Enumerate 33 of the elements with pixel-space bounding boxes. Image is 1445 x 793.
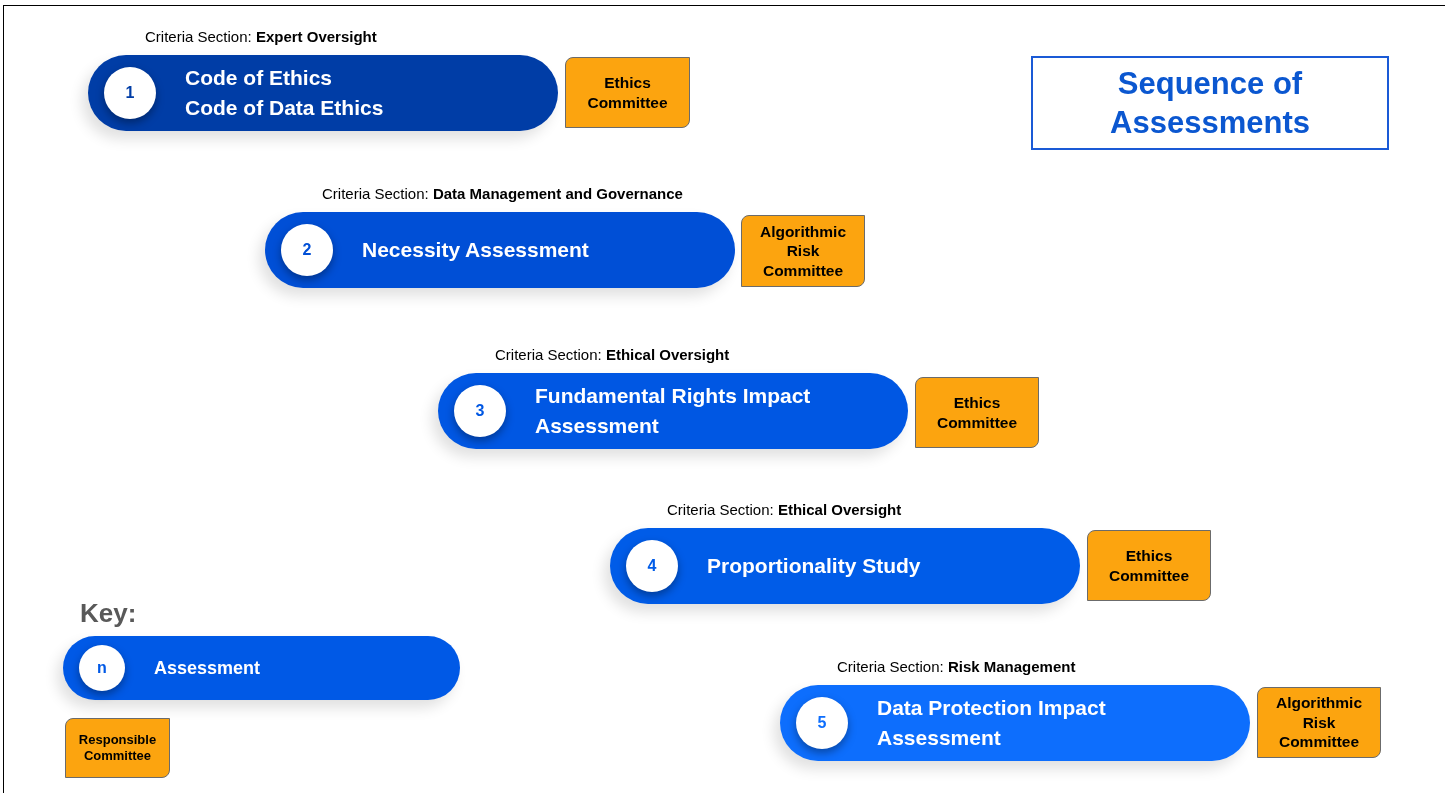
committee-name: Ethics Committee — [586, 73, 669, 112]
committee-name: Responsible Committee — [77, 731, 158, 765]
committee-box — [65, 718, 170, 778]
criteria-section-caption: Criteria Section: Data Management and Governance — [322, 184, 683, 204]
committee-name: Algorithmic Risk Committee — [1274, 693, 1364, 752]
assessment-pill — [265, 212, 735, 288]
assessment-pill — [780, 685, 1250, 761]
assessment-title: Data Protection Impact Assessment — [877, 695, 1107, 751]
committee-name: Algorithmic Risk Committee — [758, 221, 848, 281]
committee-box — [1087, 530, 1211, 601]
assessment-pill — [610, 528, 1080, 604]
assessment-title: Fundamental Rights Impact Assessment — [535, 383, 812, 439]
assessment-title: Necessity Assessment — [362, 237, 589, 263]
committee-box — [565, 57, 690, 128]
assessment-pill — [438, 373, 908, 449]
committee-name: Ethics Committee — [1107, 546, 1191, 585]
assessment-title: Assessment — [154, 657, 261, 680]
committee-box — [915, 377, 1039, 448]
assessment-title: Code of Ethics — [185, 65, 333, 91]
committee-name: Ethics Committee — [935, 393, 1019, 432]
assessment-pill — [88, 55, 558, 131]
title-text: Sequence of Assessments — [1109, 65, 1311, 142]
criteria-section-caption: Criteria Section: Risk Management — [837, 657, 1076, 677]
committee-box — [741, 215, 865, 287]
key-heading: Key: — [80, 597, 137, 630]
title-box — [1031, 56, 1389, 150]
criteria-section-caption: Criteria Section: Expert Oversight — [145, 27, 377, 47]
criteria-section-caption: Criteria Section: Ethical Oversight — [495, 345, 730, 365]
assessment-title: Code of Data Ethics — [185, 95, 384, 121]
committee-box — [1257, 687, 1381, 758]
criteria-section-caption: Criteria Section: Ethical Oversight — [667, 500, 902, 520]
assessment-pill — [63, 636, 460, 700]
assessment-title: Proportionality Study — [707, 553, 921, 579]
